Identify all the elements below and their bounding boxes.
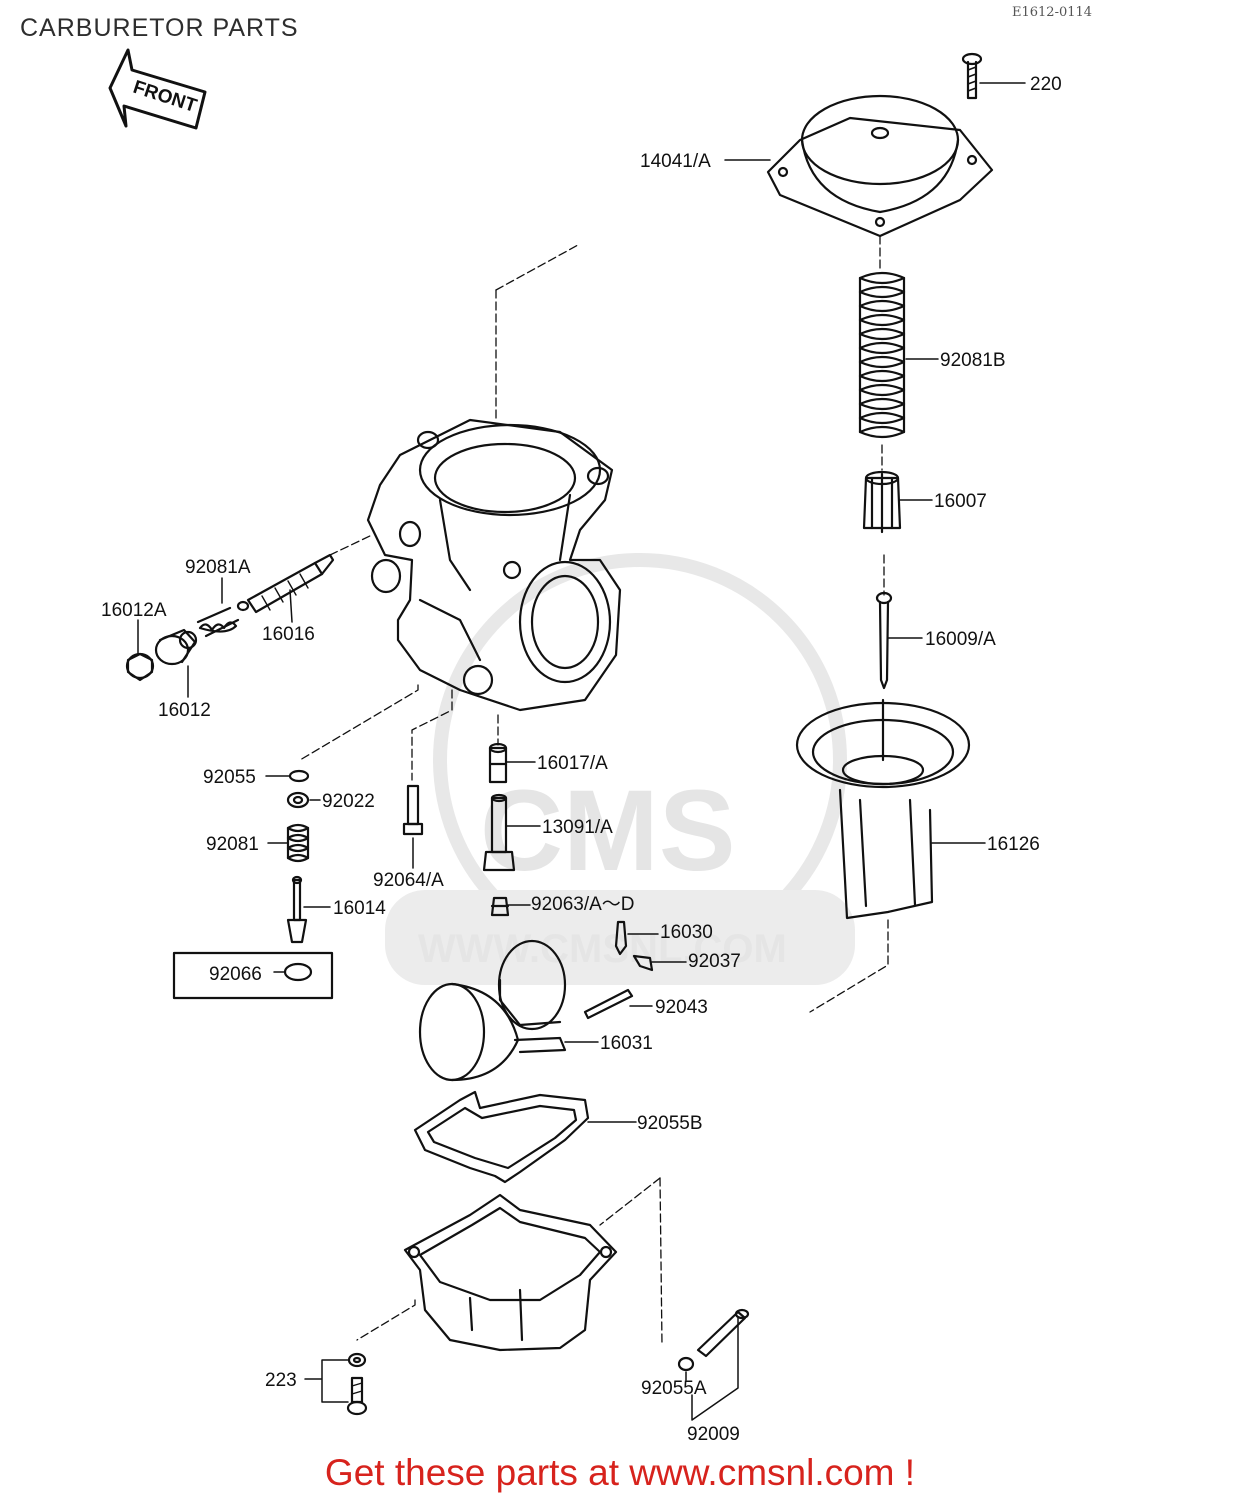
part-label: 92037: [688, 951, 741, 972]
pilot-screw-16016: [246, 553, 335, 614]
part-label: 223: [265, 1370, 297, 1391]
part-label: 92081A: [185, 557, 251, 578]
promo-link[interactable]: Get these parts at www.cmsnl.com !: [324, 1452, 916, 1493]
part-label: 16012: [158, 700, 211, 721]
part-label: 92022: [322, 791, 375, 812]
needle-holder-16007: [862, 470, 902, 534]
part-label: 16009/A: [925, 629, 996, 650]
jet-92064: [402, 784, 424, 836]
spring-92081B: [858, 271, 906, 439]
part-labels: 220 14041/A 92081B 16007 92081A 16012A 1…: [101, 74, 1062, 1445]
spring-92081A: [196, 600, 250, 638]
float-valve-16030: [614, 920, 628, 956]
screw-223: [346, 1376, 368, 1416]
top-cover-14041: [766, 94, 994, 238]
leader-lines: [137, 82, 1026, 1421]
pin-92043: [583, 988, 634, 1020]
gasket-92055B: [413, 1090, 590, 1184]
cms-watermark: CMS WWW.CMSNL.COM: [385, 553, 855, 985]
cap-16012A: [125, 652, 155, 682]
part-label: 16126: [987, 834, 1040, 855]
part-label: 16007: [934, 491, 987, 512]
part-label: 16012A: [101, 600, 167, 621]
part-label: 92055: [203, 767, 256, 788]
piston-diaphragm-16126: [795, 698, 971, 920]
part-label: 92009: [687, 1424, 740, 1445]
float-16031: [418, 939, 567, 1082]
float-bowl: [403, 1193, 618, 1352]
part-label: 92066: [209, 964, 262, 985]
part-label: 16017/A: [537, 753, 608, 774]
part-label: 16014: [333, 898, 386, 919]
screw-220: [961, 52, 983, 100]
page-title: CARBURETOR PARTS: [20, 14, 299, 42]
watermark-url: WWW.CMSNL.COM: [418, 927, 787, 971]
part-label: 92081: [206, 834, 259, 855]
part-label: 13091/A: [542, 817, 613, 838]
drain-screw-92009: [696, 1308, 750, 1358]
carburetor-body: [366, 418, 622, 712]
part-label: 16030: [660, 922, 713, 943]
needle-jet-13091: [482, 793, 516, 872]
part-label: 14041/A: [640, 151, 711, 172]
washer-92055A: [677, 1356, 695, 1372]
front-arrow-icon: [108, 48, 207, 130]
part-label: 92064/A: [373, 870, 444, 891]
clip-92037: [632, 954, 654, 972]
part-label: 220: [1030, 74, 1062, 95]
part-label: 92043: [655, 997, 708, 1018]
o-ring-92055: [288, 769, 310, 783]
spring-92081: [286, 823, 310, 863]
part-label: 16016: [262, 624, 315, 645]
part-label: 92055A: [641, 1378, 707, 1399]
assembly-guide-lines: [299, 235, 889, 1346]
jet-needle-16009: [875, 591, 893, 690]
main-jet-92063: [490, 896, 510, 917]
diagram-ref-code: E1612-0114: [1012, 5, 1093, 20]
washer-223: [347, 1352, 367, 1368]
plug-16012: [154, 628, 198, 666]
part-label: 92055B: [637, 1113, 703, 1134]
part-label: 92081B: [940, 350, 1006, 371]
watermark-brand: CMS: [480, 767, 736, 895]
float-valve-16014: [286, 875, 308, 944]
part-label: 16031: [600, 1033, 653, 1054]
part-label: 92063/A～D: [531, 894, 635, 915]
washer-92022: [286, 791, 310, 809]
